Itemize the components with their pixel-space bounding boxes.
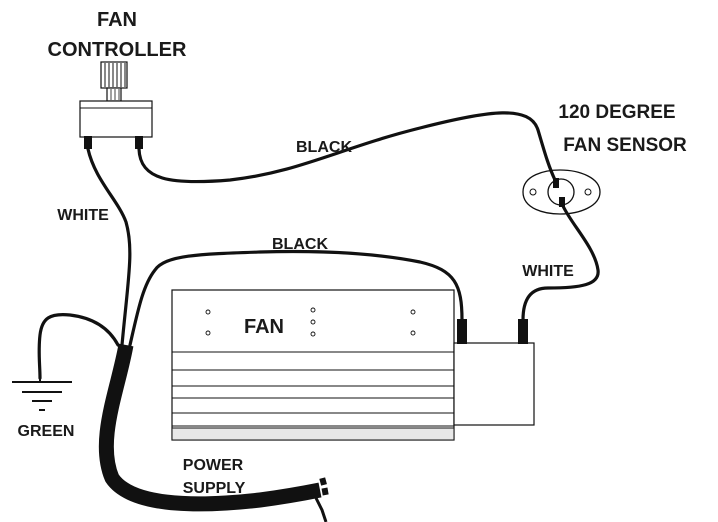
sensor-mount-hole <box>529 188 537 196</box>
fan-unit <box>171 289 535 441</box>
sensor-terminal <box>559 197 565 207</box>
fan-terminal-box <box>453 342 535 426</box>
white-wire-left-label: WHITE <box>57 207 109 224</box>
sensor-mount-hole <box>584 188 592 196</box>
white-wire-sensor-to-fan <box>521 204 600 322</box>
power-supply-wire-ends <box>319 477 329 496</box>
sensor-label-line1: 120 DEGREE <box>558 102 675 123</box>
white-wire-controller-to-supply <box>86 147 132 347</box>
knob-grip-lines <box>104 63 126 87</box>
fan-white-terminal <box>518 319 528 344</box>
power-supply-label-line2: SUPPLY <box>183 480 246 497</box>
fan-screw-holes <box>205 307 416 337</box>
fan-label: FAN <box>244 316 284 338</box>
fan-sensor <box>522 169 601 215</box>
ground-symbol <box>12 378 72 411</box>
controller-white-lead-tab <box>84 136 92 149</box>
black-wire-top-label: BLACK <box>296 139 352 156</box>
black-wire-mid-label: BLACK <box>272 236 328 253</box>
power-supply-label-line1: POWER <box>183 457 244 474</box>
power-supply-cable <box>98 343 329 522</box>
fan-black-terminal <box>457 319 467 344</box>
sensor-label-line2: FAN SENSOR <box>563 135 687 156</box>
black-wire-fan-to-supply <box>128 249 464 347</box>
fan-controller-label-line2: CONTROLLER <box>48 39 187 61</box>
sensor-terminal <box>553 178 559 188</box>
white-wire-right-label: WHITE <box>522 263 574 280</box>
fan-controller-label-line1: FAN <box>97 9 137 31</box>
green-ground-label: GREEN <box>18 423 75 440</box>
power-supply-wire-end <box>314 497 328 522</box>
green-ground-wire <box>37 312 120 380</box>
black-wire-controller-to-sensor <box>137 111 557 184</box>
controller-black-lead-tab <box>135 136 143 149</box>
fan-base-strip <box>171 427 455 441</box>
power-supply-sheath <box>98 343 322 512</box>
controller-body <box>79 100 153 138</box>
fan-housing <box>171 289 455 441</box>
fan-controller <box>79 61 153 149</box>
